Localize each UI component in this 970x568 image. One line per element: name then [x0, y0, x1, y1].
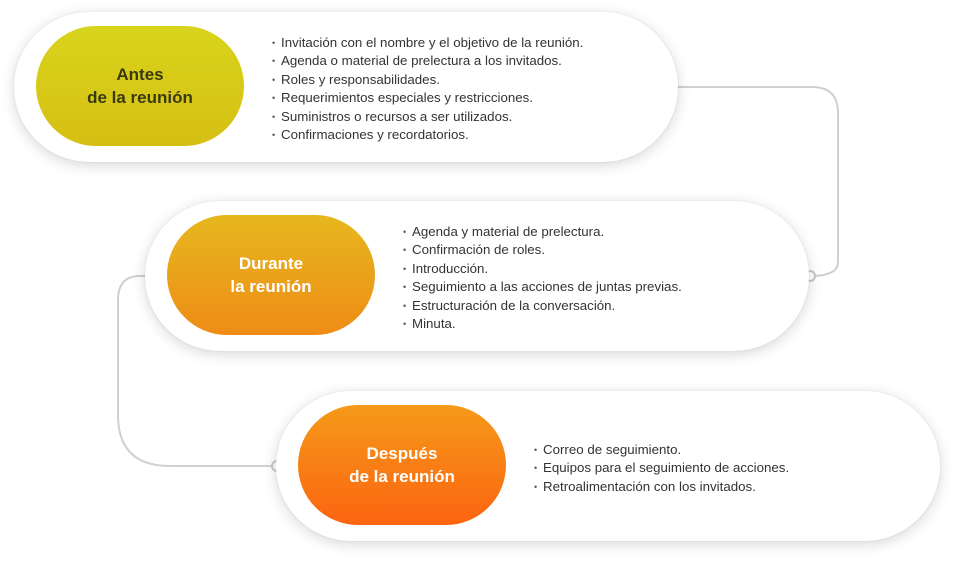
- stage-title: Después de la reunión: [349, 442, 455, 488]
- list-item: Roles y responsabilidades.: [272, 71, 583, 89]
- list-item: Agenda o material de prelectura a los in…: [272, 52, 583, 70]
- list-item: Confirmación de roles.: [403, 241, 682, 259]
- stage-title-line: Después: [366, 444, 438, 463]
- stage-title-line: Antes: [116, 65, 164, 84]
- stage-pill-after: Después de la reunión: [298, 405, 506, 525]
- list-item: Suministros o recursos a ser utilizados.: [272, 108, 583, 126]
- list-item: Minuta.: [403, 315, 682, 333]
- list-item: Agenda y material de prelectura.: [403, 223, 682, 241]
- stage-title-line: la reunión: [230, 277, 312, 296]
- stage-card-during: Durante la reunión Agenda y material de …: [145, 201, 809, 351]
- list-item: Requerimientos especiales y restriccione…: [272, 89, 583, 107]
- list-item: Retroalimentación con los invitados.: [534, 478, 789, 496]
- stage-item-list: Correo de seguimiento. Equipos para el s…: [534, 441, 789, 496]
- stage-item-list: Agenda y material de prelectura. Confirm…: [403, 223, 682, 333]
- list-item: Correo de seguimiento.: [534, 441, 789, 459]
- stage-item-list: Invitación con el nombre y el objetivo d…: [272, 34, 583, 144]
- stage-card-after: Después de la reunión Correo de seguimie…: [276, 391, 940, 541]
- list-item: Introducción.: [403, 260, 682, 278]
- stage-title-line: de la reunión: [87, 88, 193, 107]
- list-item: Seguimiento a las acciones de juntas pre…: [403, 278, 682, 296]
- list-item: Equipos para el seguimiento de acciones.: [534, 459, 789, 477]
- stage-title-line: de la reunión: [349, 467, 455, 486]
- stage-pill-before: Antes de la reunión: [36, 26, 244, 146]
- stage-title: Antes de la reunión: [87, 63, 193, 109]
- list-item: Confirmaciones y recordatorios.: [272, 126, 583, 144]
- stage-title: Durante la reunión: [230, 252, 311, 298]
- list-item: Invitación con el nombre y el objetivo d…: [272, 34, 583, 52]
- stage-title-line: Durante: [238, 254, 304, 273]
- stage-pill-during: Durante la reunión: [167, 215, 375, 335]
- list-item: Estructuración de la conversación.: [403, 297, 682, 315]
- stage-card-before: Antes de la reunión Invitación con el no…: [14, 12, 678, 162]
